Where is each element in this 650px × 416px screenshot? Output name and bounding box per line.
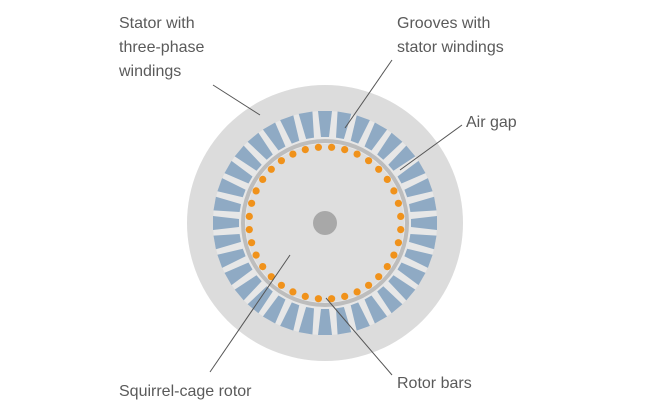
stator-slot (336, 111, 352, 139)
rotor-bar (314, 295, 322, 303)
rotor-bar (267, 273, 275, 281)
stator-slot (397, 262, 426, 286)
rotor-bar (314, 143, 322, 151)
stator-slot (247, 132, 273, 160)
rotor-bar (277, 281, 285, 289)
stator-slot (298, 111, 314, 139)
rotor-bar (341, 146, 349, 154)
rotor-bar (375, 273, 383, 281)
rotor-bar (353, 150, 361, 158)
stator-slot (234, 145, 262, 171)
leader-line-rotor (209, 254, 291, 373)
label-squirrel-cage-rotor: Squirrel-cage rotor (119, 383, 252, 400)
stator-slot (377, 286, 403, 314)
rotor-bar (248, 199, 256, 207)
rotor-bar (394, 199, 402, 207)
stator-slot (404, 248, 433, 268)
rotor-bar (248, 239, 256, 247)
rotor-bar (252, 187, 260, 195)
stator-slot (280, 302, 300, 331)
stator-slot (409, 234, 437, 250)
stator-slot (213, 196, 241, 212)
stator-slot (280, 115, 300, 144)
stator-slot (364, 122, 388, 151)
rotor-bars (245, 143, 405, 303)
rotor-bar (277, 157, 285, 165)
stator-slot (217, 248, 246, 268)
shaft (313, 211, 337, 235)
leader-line-air-gap (399, 124, 463, 171)
stator-slots (213, 111, 437, 335)
stator-slot (217, 178, 246, 198)
rotor-bar (383, 263, 391, 271)
stator-slot (262, 122, 286, 151)
stator-slot (234, 275, 262, 301)
rotor-bar (365, 157, 373, 165)
stator-slot (397, 160, 426, 184)
stator-slot (409, 196, 437, 212)
rotor-bar (289, 288, 297, 296)
rotor-bar (259, 263, 267, 271)
stator-slot (404, 178, 433, 198)
leader-line-stator (212, 84, 261, 116)
label-air-gap: Air gap (466, 114, 517, 131)
stator-slot (377, 132, 403, 160)
label-rotor-bars: Rotor bars (397, 375, 472, 392)
rotor-bar (365, 281, 373, 289)
stator-slot (364, 295, 388, 324)
stator-slot (411, 216, 437, 230)
rotor-bar (390, 187, 398, 195)
rotor-bar (289, 150, 297, 158)
air-gap-ring (241, 139, 409, 307)
stator-slot (213, 234, 241, 250)
leader-line-rotor-bars (325, 297, 393, 376)
leader-line-grooves (344, 59, 393, 129)
stator-slot (213, 216, 239, 230)
rotor-bar (252, 251, 260, 259)
rotor-bar (267, 165, 275, 173)
rotor-bar (259, 175, 267, 183)
rotor-bar (341, 292, 349, 300)
rotor-bar (301, 146, 309, 154)
stator-slot (388, 145, 416, 171)
label-stator: Stator with three-phase windings (119, 15, 205, 80)
stator-slot (318, 111, 332, 137)
stator-slot (388, 275, 416, 301)
stator-slot (298, 307, 314, 335)
rotor-bar (394, 239, 402, 247)
rotor-bar (301, 292, 309, 300)
stator-slot (247, 286, 273, 314)
rotor-bar (390, 251, 398, 259)
rotor-bar (245, 212, 253, 220)
rotor-bar (383, 175, 391, 183)
stator-slot (262, 295, 286, 324)
rotor-bar (397, 226, 405, 234)
rotor-bar (353, 288, 361, 296)
rotor-bar (328, 143, 336, 151)
stator-slot (224, 262, 253, 286)
label-grooves: Grooves with stator windings (397, 15, 504, 56)
stator-slot (318, 309, 332, 335)
rotor-bar (397, 212, 405, 220)
stator-slot (350, 115, 370, 144)
stator-slot (350, 302, 370, 331)
stator-slot (224, 160, 253, 184)
rotor-bar (328, 295, 336, 303)
rotor-bar (245, 226, 253, 234)
rotor-bar (375, 165, 383, 173)
